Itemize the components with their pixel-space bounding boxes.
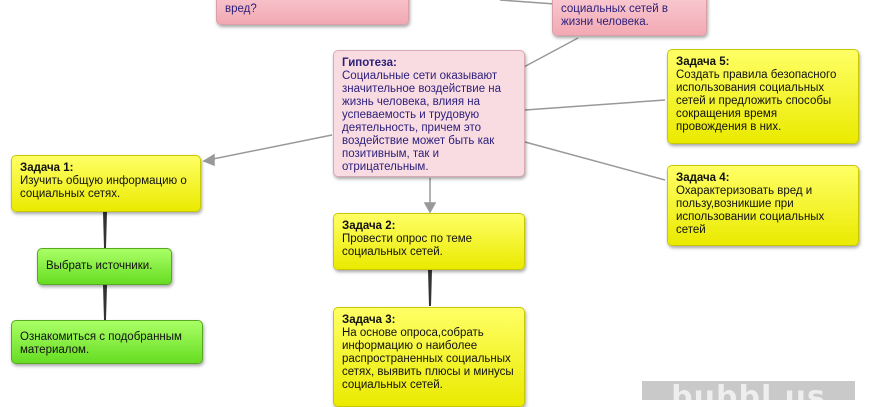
node-task1[interactable]: Задача 1:Изучить общую информацию о соци… [11, 155, 201, 212]
node-step-material[interactable]: Ознакомиться с подобранным материалом. [11, 320, 203, 364]
node-text: Выбрать источники. [46, 260, 153, 272]
node-text: На основе опроса,собрать информацию о на… [342, 327, 514, 391]
node-task2[interactable]: Задача 2:Провести опрос по теме социальн… [333, 213, 525, 270]
node-title: Задача 1: [20, 162, 74, 174]
node-text: Ознакомиться с подобранным материалом. [20, 331, 182, 356]
node-text: Провести опрос по теме социальных сетей. [342, 233, 473, 258]
node-title: Гипотеза: [342, 57, 397, 69]
node-title: Задача 5: [676, 56, 730, 68]
node-text: Охарактеризовать вред и пользу,возникшие… [676, 185, 825, 236]
node-hypothesis[interactable]: Гипотеза:Социальные сети оказывают значи… [333, 50, 525, 177]
watermark-logo: bubbl.us [642, 381, 855, 400]
node-step-sources[interactable]: Выбрать источники. [37, 248, 172, 285]
node-title: Задача 3: [342, 314, 396, 326]
node-text: Социальные сети оказывают значительное в… [342, 70, 502, 173]
node-title: Задача 4: [676, 172, 730, 184]
node-text: Создать правила безопасного использовани… [676, 69, 837, 133]
node-text: социальных сетей в жизни человека. [561, 3, 668, 28]
node-task5[interactable]: Задача 5:Создать правила безопасного исп… [667, 49, 859, 144]
node-text: Изучить общую информацию о социальных се… [20, 175, 187, 200]
node-title: Задача 2: [342, 220, 396, 232]
node-text: вред? [225, 3, 257, 15]
node-task4[interactable]: Задача 4:Охарактеризовать вред и пользу,… [667, 165, 859, 246]
node-top-left[interactable]: вред? [216, 0, 409, 25]
node-top-right[interactable]: социальных сетей в жизни человека. [552, 0, 707, 36]
node-task3[interactable]: Задача 3:На основе опроса,собрать информ… [333, 307, 525, 407]
